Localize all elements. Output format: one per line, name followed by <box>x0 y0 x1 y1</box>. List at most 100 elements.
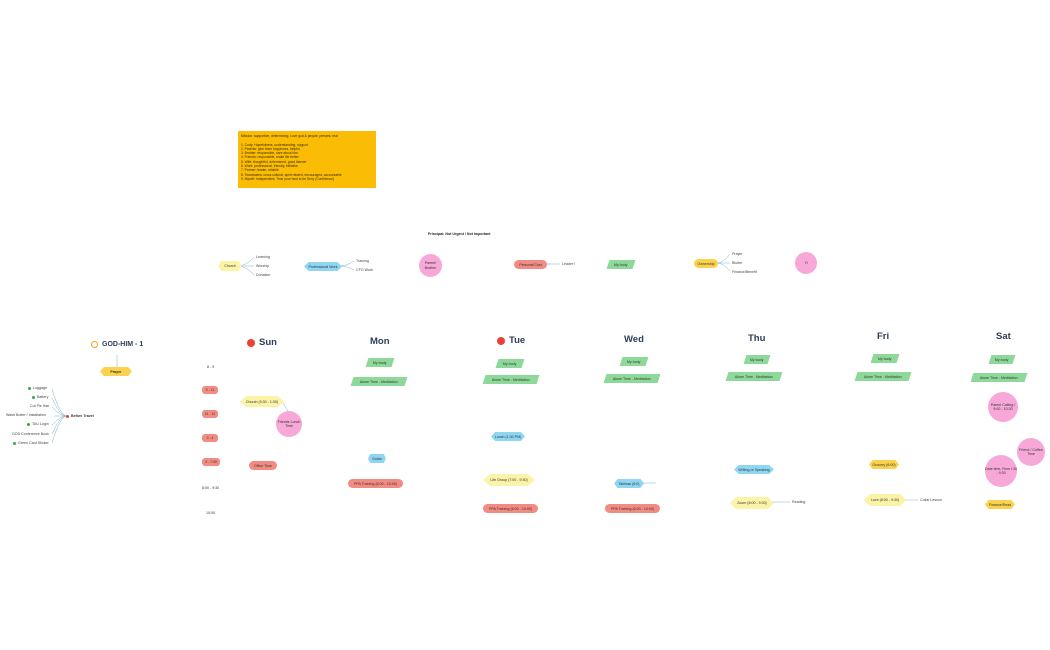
check-icon <box>13 441 16 445</box>
my-body-mon[interactable]: My body <box>365 358 395 367</box>
target-icon <box>91 341 98 348</box>
writing-node[interactable]: Writing or Speaking <box>734 465 774 474</box>
alone-time-wed[interactable]: Alone Time - Meditation <box>603 374 661 383</box>
god-him-title: GOD-HIM - 1 <box>91 341 143 348</box>
cell-label: My body <box>750 357 764 362</box>
cell-label: My body <box>627 359 641 364</box>
check-icon <box>28 386 31 390</box>
alone-time-sat[interactable]: Alone Time - Meditation <box>970 373 1028 382</box>
ppa-training-wed[interactable]: PPA Training (6:00 - 10:00) <box>605 504 660 513</box>
prayer-node[interactable]: Prayer <box>100 367 132 376</box>
cell-label: Alone Time - Meditation <box>492 377 530 382</box>
travel-item-label: Wash Butter / Installation <box>6 413 46 417</box>
ppa-training-tue[interactable]: PPA Training (6:00 - 10:00) <box>483 504 538 513</box>
pro-item: CFO Work <box>356 268 373 272</box>
red-dot-icon <box>66 414 69 418</box>
alone-time-mon[interactable]: Alone Time - Meditation <box>350 377 408 386</box>
before-travel-node[interactable]: Before Travel <box>66 413 94 419</box>
leader-label: Leader? <box>562 262 576 266</box>
note-line: 6. Work: professional, friendly, initiat… <box>241 164 298 169</box>
alone-time-fri[interactable]: Alone Time - Meditation <box>854 372 912 381</box>
note-line: Mission: supportive, determining, Love g… <box>241 134 338 138</box>
church-item: Worship <box>256 264 270 268</box>
personal-cost-node[interactable]: Personal Cost <box>514 260 547 269</box>
note-line: 3. Brother: responsible, care about him <box>241 151 298 156</box>
friends-lunch-node[interactable]: Friends Lunch Time <box>276 411 302 437</box>
yi-node[interactable]: Yi <box>795 252 817 274</box>
parent-brother-node[interactable]: Parent/ Brother <box>419 254 442 277</box>
love-node[interactable]: Love (8:00 - 9:30) <box>864 494 906 506</box>
day-label: Sun <box>259 337 277 348</box>
cell-label: Alone Time - Meditation <box>735 374 773 379</box>
ownership-item: Blutter <box>732 261 743 265</box>
note-line: 9. Myself: Independent, Time your host t… <box>241 176 335 181</box>
ownership-item: Finance/Benefit <box>732 270 757 274</box>
my-body-tue[interactable]: My body <box>495 359 525 368</box>
day-label: Wed <box>624 334 644 345</box>
alone-time-thu[interactable]: Alone Time - Meditation <box>725 372 783 381</box>
alone-time-tue[interactable]: Alone Time - Meditation <box>482 375 540 384</box>
my-body-thu[interactable]: My body <box>743 355 771 364</box>
ownership-node[interactable]: Ownership <box>694 259 718 268</box>
finance-read-node[interactable]: Finance/Read <box>985 500 1015 509</box>
travel-item[interactable]: Green Card Sticker <box>13 441 49 445</box>
time-label: 2 - 4 <box>202 434 218 442</box>
professional-work-node[interactable]: Professional Work <box>304 262 342 271</box>
my-body-node[interactable]: My body <box>606 260 636 269</box>
day-label: Mon <box>370 336 390 347</box>
lunch-tue-node[interactable]: Lunch (1:30 PM) <box>491 432 525 441</box>
note-line: 4. Friends: responsible, make life bette… <box>241 155 299 160</box>
my-body-sat[interactable]: My body <box>988 355 1016 364</box>
life-group-node[interactable]: Life Group (7:00 - 9:30) <box>483 474 535 486</box>
note-line: 5. Wife: thoughtful, determined, good li… <box>241 159 307 164</box>
day-header-thu: Thu <box>748 333 765 344</box>
travel-item[interactable]: Wash Butter / Installation <box>6 413 46 417</box>
cell-label: My body <box>995 357 1009 362</box>
travel-item[interactable]: Luggage <box>28 386 47 390</box>
ppa-training-mon[interactable]: PPA Training (6:00 - 10:00) <box>348 479 403 488</box>
red-dot-icon <box>247 338 255 347</box>
day-header-mon: Mon <box>370 336 390 347</box>
grocery-node[interactable]: Grocery (6:00) <box>869 460 899 469</box>
cell-label: Alone Time - Meditation <box>864 374 902 379</box>
travel-item-label: Cut Pie Hair <box>30 404 50 408</box>
travel-item-label: TAU Login <box>32 422 49 426</box>
cell-label: Alone Time - Meditation <box>360 379 398 384</box>
office-time-node[interactable]: Office Time <box>249 461 277 470</box>
cell-label: Alone Time - Meditation <box>613 376 651 381</box>
day-label: Thu <box>748 333 766 344</box>
travel-item[interactable]: TAU Login <box>27 422 49 426</box>
church-service-node[interactable]: Church (9:30 - 1:30) <box>240 396 284 407</box>
time-label: 10:00 <box>206 511 215 515</box>
travel-item[interactable]: Battery <box>32 395 48 399</box>
day-header-tue: Tue <box>497 335 525 346</box>
day-label: Tue <box>509 335 526 346</box>
god-him-label: GOD-HIM - 1 <box>102 341 144 348</box>
day-header-fri: Fri <box>877 331 889 342</box>
day-label: Sat <box>996 331 1011 342</box>
my-body-wed[interactable]: My body <box>619 357 649 366</box>
cell-label: My body <box>878 356 892 361</box>
parent-calling-node[interactable]: Parent Calling / 9:00 - 10:30 <box>988 392 1018 422</box>
guitar-node[interactable]: Guitar <box>368 454 386 463</box>
date-time-node[interactable]: Date time, Rom t 30 - 9:30 <box>985 455 1017 487</box>
zoom-node[interactable]: Zoom (8:00 - 9:30) <box>730 497 774 509</box>
cell-label: My body <box>503 361 517 366</box>
travel-item-label: Battery <box>37 395 49 399</box>
note-line: 8. Teammates: cross cultural, spirit rel… <box>241 172 342 177</box>
tableau-node[interactable]: Tableau (6:0) <box>614 479 644 488</box>
travel-item-label: GOD Conference Book <box>12 432 49 436</box>
friend-coffee-node[interactable]: Friend / Coffee Time <box>1017 438 1045 466</box>
travel-item[interactable]: GOD Conference Book <box>12 432 49 436</box>
check-icon <box>32 395 35 399</box>
day-header-wed: Wed <box>624 334 644 345</box>
matrix-title: Principal: Not Urgent / Not Important <box>428 232 491 236</box>
church-node[interactable]: Church <box>218 261 242 271</box>
travel-item[interactable]: Cut Pie Hair <box>30 404 49 408</box>
my-body-fri[interactable]: My body <box>870 354 900 363</box>
reading-label: Reading <box>792 500 806 504</box>
day-header-sun: Sun <box>247 337 277 348</box>
note-line: 7. Partner: leader, reliable <box>241 168 279 173</box>
pro-item: Training <box>356 259 369 263</box>
